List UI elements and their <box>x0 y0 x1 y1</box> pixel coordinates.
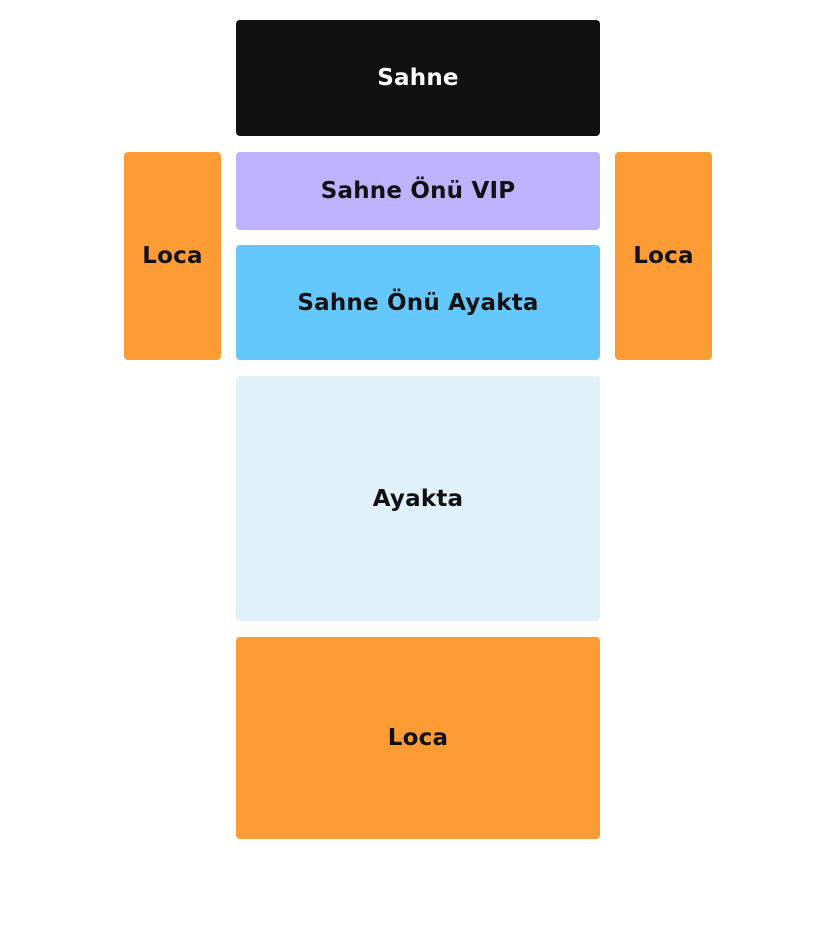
section-loca-left[interactable]: Loca <box>124 152 221 360</box>
stage-label: Sahne <box>377 65 459 91</box>
section-loca-right-label: Loca <box>633 243 694 269</box>
section-loca-left-label: Loca <box>142 243 203 269</box>
section-loca-rear[interactable]: Loca <box>236 637 600 839</box>
section-sahne-onu-vip[interactable]: Sahne Önü VIP <box>236 152 600 230</box>
section-sahne-onu-ayakta[interactable]: Sahne Önü Ayakta <box>236 245 600 360</box>
section-loca-rear-label: Loca <box>387 725 449 751</box>
section-sahne-onu-ayakta-label: Sahne Önü Ayakta <box>297 289 539 316</box>
section-sahne-onu-vip-label: Sahne Önü VIP <box>320 178 516 204</box>
section-ayakta[interactable]: Ayakta <box>236 376 600 621</box>
section-ayakta-label: Ayakta <box>372 485 464 512</box>
section-loca-right[interactable]: Loca <box>615 152 712 360</box>
stage-area: Sahne <box>236 20 600 136</box>
